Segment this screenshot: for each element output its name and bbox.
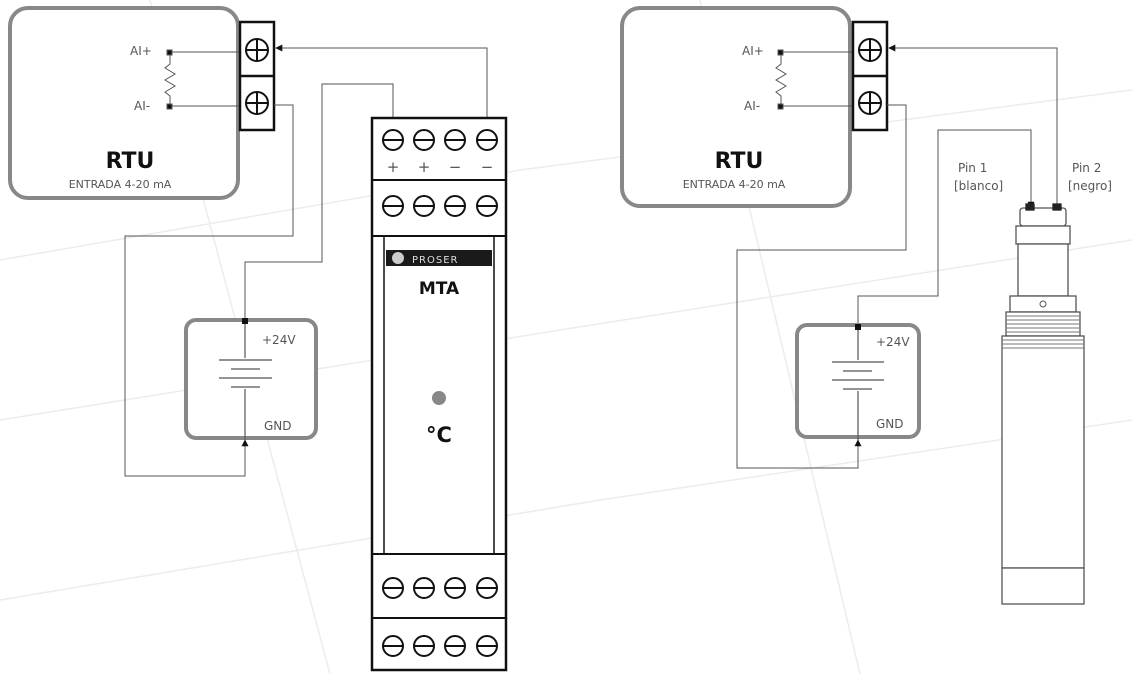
sensor-thread [1002, 315, 1084, 349]
rtu-box-right [620, 6, 852, 208]
sensor-probe [1001, 203, 1085, 605]
mta-terminal-row-3 [382, 577, 498, 599]
status-led [432, 391, 446, 405]
battery-icon [219, 324, 272, 440]
pin2-color-label: [negro] [1068, 179, 1112, 193]
rtu-title-right: RTU [715, 149, 764, 174]
pin1-label: Pin 1 [958, 161, 987, 175]
ai-plus-label: AI+ [130, 44, 152, 58]
term-sign-3: − [449, 158, 462, 176]
rtu-terminal-block [238, 20, 276, 132]
ai-plus-label-right: AI+ [742, 44, 764, 58]
term-sign-1: + [387, 158, 400, 176]
brand-logo-icon [392, 252, 404, 264]
sensor-vent-icon [1039, 300, 1047, 308]
wires-right [736, 44, 1058, 469]
psu-gnd-label: GND [264, 419, 292, 433]
mta-terminal-row-top [382, 129, 498, 151]
psu-gnd-label-right: GND [876, 417, 904, 431]
psu-voltage-label-right: +24V [876, 335, 910, 349]
device-model: MTA [419, 279, 460, 299]
ai-minus-label-right: AI- [744, 99, 760, 113]
rtu-subtitle-right: ENTRADA 4-20 mA [683, 178, 786, 191]
right-diagram: AI+ AI- RTU ENTRADA 4-20 mA [620, 6, 1112, 605]
resistor-icon [164, 49, 242, 110]
device-unit: °C [426, 423, 452, 447]
rtu-title: RTU [106, 149, 155, 174]
ai-minus-label: AI- [134, 99, 150, 113]
rtu-terminal-block-right [851, 20, 889, 132]
psu-voltage-label: +24V [262, 333, 296, 347]
wires-left [124, 44, 488, 477]
term-sign-2: + [418, 158, 431, 176]
brand-name: PROSER [412, 255, 458, 266]
pin2-label: Pin 2 [1072, 161, 1101, 175]
left-diagram: AI+ AI- RTU ENTRADA 4-20 mA [8, 6, 508, 672]
rtu-box [8, 6, 240, 200]
resistor-icon-right [775, 49, 854, 110]
psu-box [184, 318, 318, 440]
battery-icon-right [832, 330, 884, 440]
brand-logo-strip [386, 250, 492, 266]
term-sign-4: − [481, 158, 494, 176]
pin1-color-label: [blanco] [954, 179, 1003, 193]
mta-terminal-row-4 [382, 635, 498, 657]
mta-terminal-row-2 [382, 195, 498, 217]
rtu-subtitle: ENTRADA 4-20 mA [69, 178, 172, 191]
